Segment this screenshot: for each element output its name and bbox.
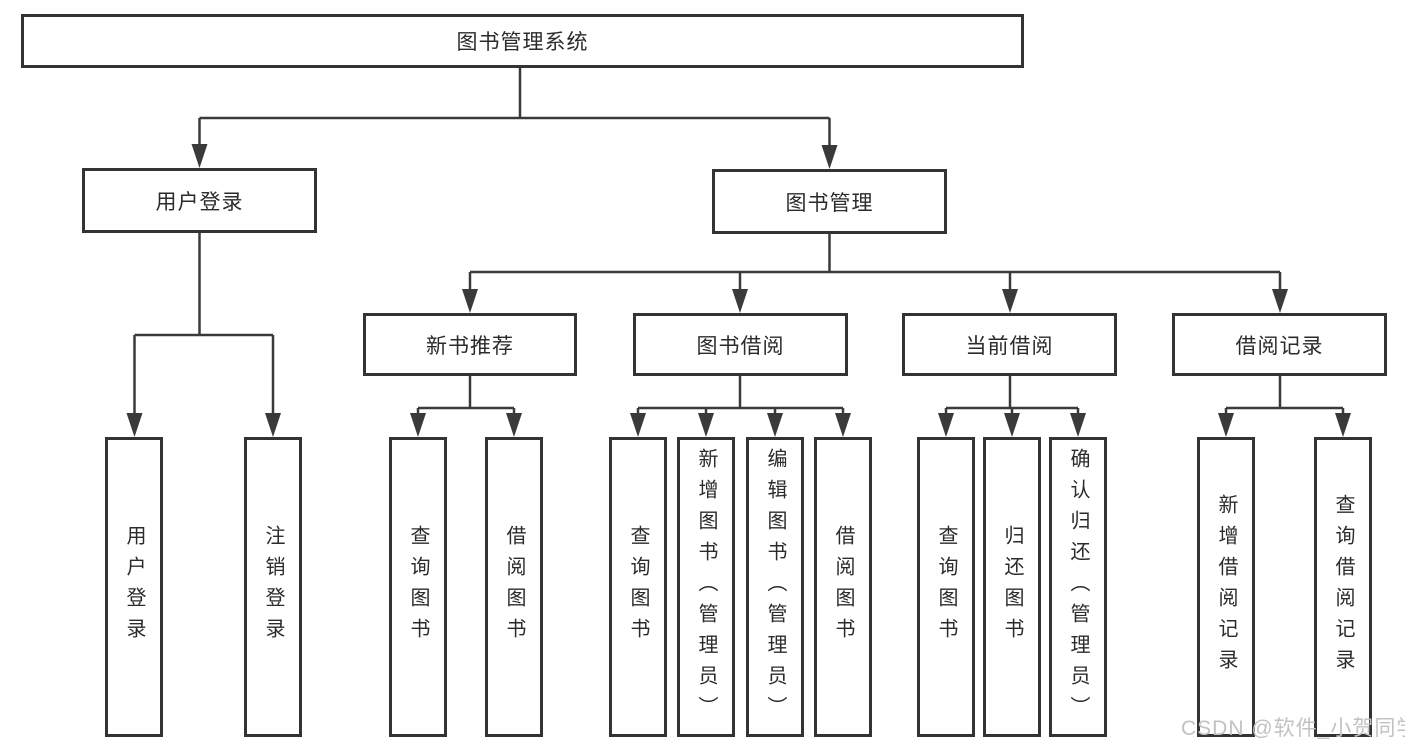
node-label: 借阅图书 — [832, 525, 854, 649]
node-label: 新增图书（管理员） — [695, 447, 717, 727]
node-book-borrowing: 图书借阅 — [633, 313, 848, 376]
node-book-management: 图书管理 — [712, 169, 947, 234]
leaf-add-books-admin: 新增图书（管理员） — [677, 437, 735, 737]
node-label: 用户登录 — [155, 190, 244, 214]
node-label: 注销登录 — [262, 525, 284, 649]
leaf-add-borrow-record: 新增借阅记录 — [1197, 437, 1255, 737]
node-borrowing-records: 借阅记录 — [1172, 313, 1387, 376]
leaf-logout: 注销登录 — [244, 437, 302, 737]
node-library-management-system: 图书管理系统 — [21, 14, 1024, 68]
node-label: 新增借阅记录 — [1215, 494, 1237, 680]
node-label: 新书推荐 — [426, 334, 514, 358]
node-label: 查询图书 — [935, 525, 957, 649]
node-label: 确认归还（管理员） — [1067, 447, 1089, 727]
node-new-book-recommend: 新书推荐 — [363, 313, 577, 376]
node-label: 借阅记录 — [1235, 334, 1324, 358]
node-label: 当前借阅 — [965, 334, 1054, 358]
node-label: 查询图书 — [627, 525, 649, 649]
node-label: 归还图书 — [1001, 525, 1023, 649]
leaf-query-borrow-record: 查询借阅记录 — [1314, 437, 1372, 737]
node-label: 编辑图书（管理员） — [764, 447, 786, 727]
leaf-confirm-return-admin: 确认归还（管理员） — [1049, 437, 1107, 737]
node-label: 图书管理 — [785, 191, 874, 215]
node-label: 图书管理系统 — [456, 31, 589, 54]
leaf-edit-books-admin: 编辑图书（管理员） — [746, 437, 804, 737]
leaf-query-books-borrowing: 查询图书 — [609, 437, 667, 737]
leaf-user-login: 用户登录 — [105, 437, 163, 737]
node-label: 借阅图书 — [503, 525, 525, 649]
node-label: 查询图书 — [407, 525, 429, 649]
leaf-borrow-books-recommend: 借阅图书 — [485, 437, 543, 737]
leaf-borrow-books: 借阅图书 — [814, 437, 872, 737]
node-label: 查询借阅记录 — [1332, 494, 1354, 680]
node-current-borrowing: 当前借阅 — [902, 313, 1117, 376]
node-label: 图书借阅 — [696, 334, 785, 358]
node-user-login: 用户登录 — [82, 168, 317, 233]
node-label: 用户登录 — [123, 525, 145, 649]
leaf-query-books-recommend: 查询图书 — [389, 437, 447, 737]
leaf-return-books: 归还图书 — [983, 437, 1041, 737]
leaf-query-books-current: 查询图书 — [917, 437, 975, 737]
